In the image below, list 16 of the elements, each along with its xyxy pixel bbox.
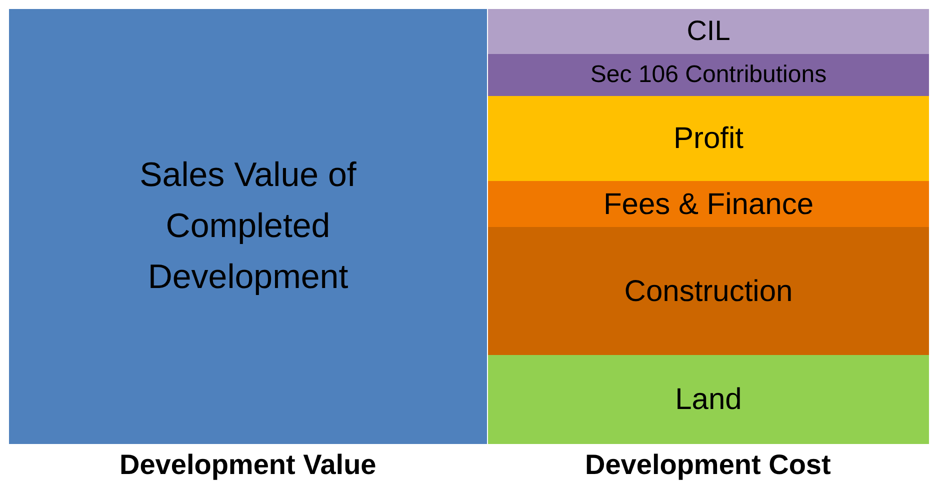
column-caption: Development Cost [585,449,831,481]
block-label: Construction [624,274,793,308]
stacked-block [488,9,929,54]
stacked-block [488,181,929,227]
block-label: CIL [686,16,730,47]
block-label: Sec 106 Contributions [590,62,827,88]
stacked-block [9,9,487,444]
stacked-block [488,54,929,96]
block-label: Fees & Finance [603,188,814,220]
stacked-block [488,96,929,181]
block-label: Sales Value of Completed Development [138,155,358,298]
stacked-block [488,227,929,355]
stacked-block [488,355,929,444]
block-label: Profit [673,122,744,155]
column-caption: Development Value [120,449,376,481]
block-label: Land [675,383,742,416]
